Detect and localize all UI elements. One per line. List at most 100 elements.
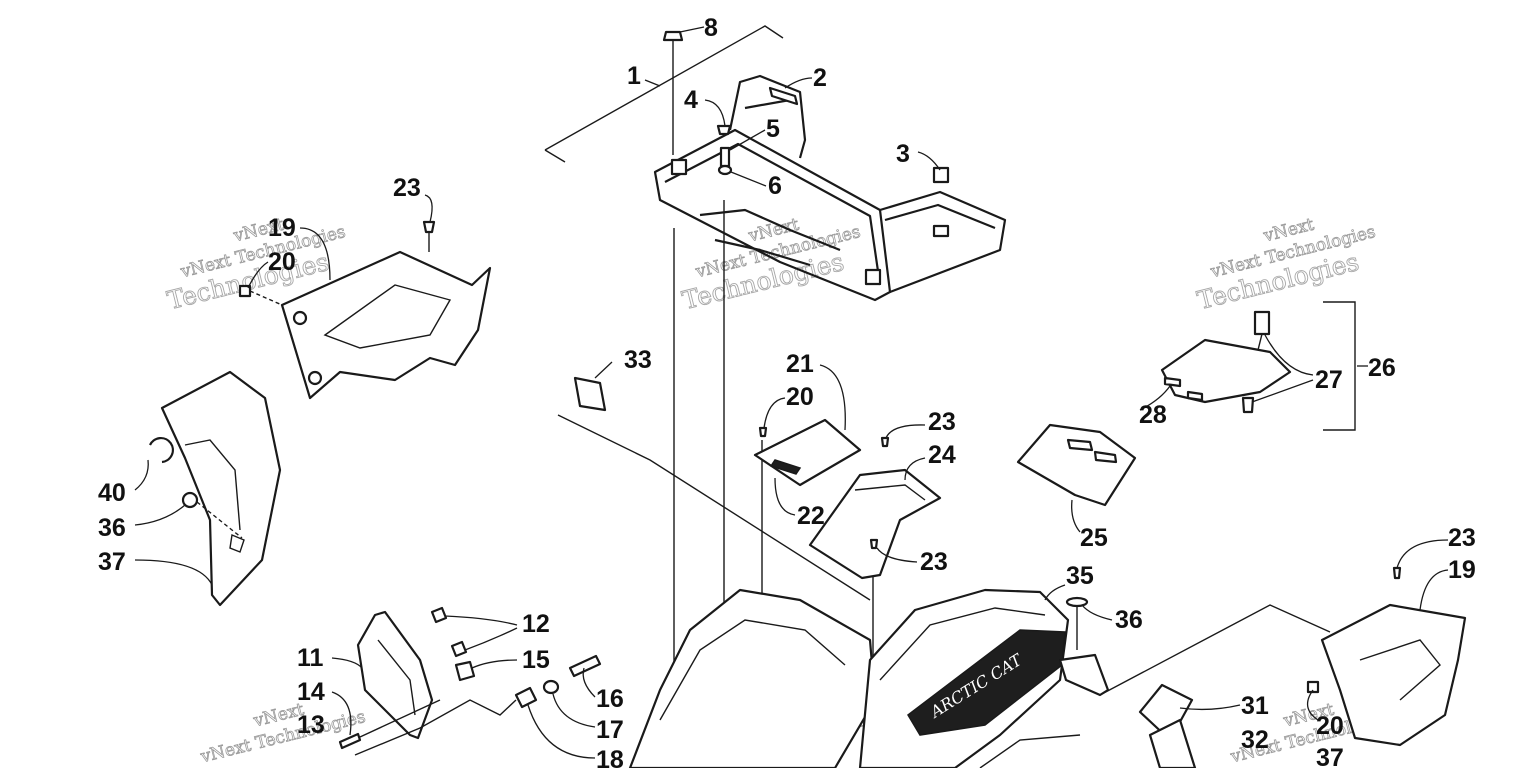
callout-20-right: 20 — [1316, 712, 1344, 740]
leader — [784, 77, 813, 89]
callout-33: 33 — [624, 346, 652, 374]
callout-40: 40 — [98, 479, 126, 507]
splash-guard-hole — [229, 534, 245, 553]
rack-clip — [670, 158, 688, 176]
callout-37-left: 37 — [98, 548, 126, 576]
plate-21 — [753, 418, 862, 487]
leader — [1044, 584, 1066, 601]
callout-35: 35 — [1066, 562, 1094, 590]
leader — [331, 657, 363, 669]
callout-16: 16 — [596, 685, 624, 713]
leader — [1071, 499, 1081, 533]
callout-17: 17 — [596, 716, 624, 744]
screw-23 — [869, 538, 879, 550]
callout-13: 13 — [297, 711, 325, 739]
rack-plane-edge — [544, 149, 566, 163]
callout-1: 1 — [627, 62, 641, 90]
fender-left-contour — [659, 619, 846, 721]
spring-14 — [338, 732, 362, 750]
screw-12 — [450, 640, 468, 658]
washer-17 — [542, 679, 560, 695]
leader — [1251, 379, 1314, 403]
latch-assembly-26 — [1160, 301, 1356, 431]
rack-handle — [728, 74, 807, 159]
splash-guard-37 — [160, 370, 282, 607]
fender-left-lobe — [628, 588, 877, 768]
screw-20 — [758, 426, 768, 438]
leader — [1396, 539, 1449, 569]
callout-27: 27 — [1315, 366, 1343, 394]
leader — [582, 667, 596, 698]
callout-26: 26 — [1368, 354, 1396, 382]
callout-6: 6 — [768, 172, 782, 200]
screw-23 — [422, 220, 436, 234]
callout-20-left: 20 — [268, 248, 296, 276]
rack-inner-tube — [664, 142, 882, 286]
callout-12: 12 — [522, 610, 550, 638]
leader — [594, 361, 613, 379]
rack-grip — [768, 86, 799, 106]
watermark-center: vNext vNext Technologies Technologies — [679, 214, 863, 315]
leader — [134, 504, 186, 526]
callout-37-right: 37 — [1316, 744, 1344, 768]
callout-3: 3 — [896, 140, 910, 168]
callout-21: 21 — [786, 350, 814, 378]
callout-14: 14 — [297, 678, 325, 706]
watermark-right: vNext vNext Technologies Technologies — [1194, 214, 1378, 315]
rack-plane-line — [544, 25, 784, 151]
leader — [730, 171, 767, 187]
clip-3 — [932, 166, 950, 184]
decal-33 — [573, 376, 607, 412]
rack-cross-tube — [699, 208, 841, 252]
screw-23 — [880, 436, 890, 448]
splash-guard-contour — [184, 439, 241, 531]
leader — [552, 693, 596, 728]
callout-19-right: 19 — [1448, 556, 1476, 584]
callout-19-left: 19 — [268, 214, 296, 242]
center-plate — [753, 418, 862, 487]
screw-23 — [1392, 566, 1402, 580]
latch-clip-28 — [1163, 376, 1182, 388]
leader — [331, 691, 352, 736]
left-splash-guard — [149, 370, 282, 607]
latch-handle-27 — [1253, 310, 1271, 336]
leader — [134, 559, 213, 586]
side-panel-19-right — [1320, 603, 1467, 747]
callout-11: 11 — [297, 644, 324, 672]
bolt-4 — [716, 124, 732, 136]
leader — [644, 79, 661, 87]
leader — [444, 615, 518, 626]
cover-24-ridge — [854, 484, 926, 501]
fender-right-contour — [879, 607, 1046, 681]
grommet-path — [196, 501, 243, 539]
rear-plane-line — [1099, 604, 1331, 696]
leader — [1306, 689, 1319, 721]
ring-40 — [149, 436, 174, 464]
leader — [763, 397, 786, 429]
rack-outer-tube — [653, 128, 892, 302]
leader — [1139, 385, 1171, 411]
callout-15: 15 — [522, 646, 550, 674]
leader — [464, 627, 518, 651]
side-panel-recess — [323, 284, 452, 349]
rear-fender: ARCTIC CAT — [628, 588, 1197, 768]
leader — [704, 99, 726, 127]
callout-23-right: 23 — [1448, 524, 1476, 552]
callout-8: 8 — [704, 14, 718, 42]
taillight-housing-11 — [356, 610, 434, 740]
callout-36-left: 36 — [98, 514, 126, 542]
callout-25: 25 — [1080, 524, 1108, 552]
bushing-15 — [454, 660, 476, 682]
grommet-18 — [514, 686, 538, 709]
latch-handle-stem — [1257, 333, 1263, 351]
leader — [774, 477, 796, 516]
callout-32: 32 — [1241, 726, 1269, 754]
decal-32 — [1148, 718, 1197, 768]
rear-rack — [653, 74, 1007, 302]
cover-24-body — [808, 468, 942, 580]
spacer-5 — [719, 146, 731, 168]
callout-23-lower: 23 — [920, 548, 948, 576]
bracket-26 — [1323, 301, 1356, 431]
bolt-head-8 — [662, 30, 684, 42]
